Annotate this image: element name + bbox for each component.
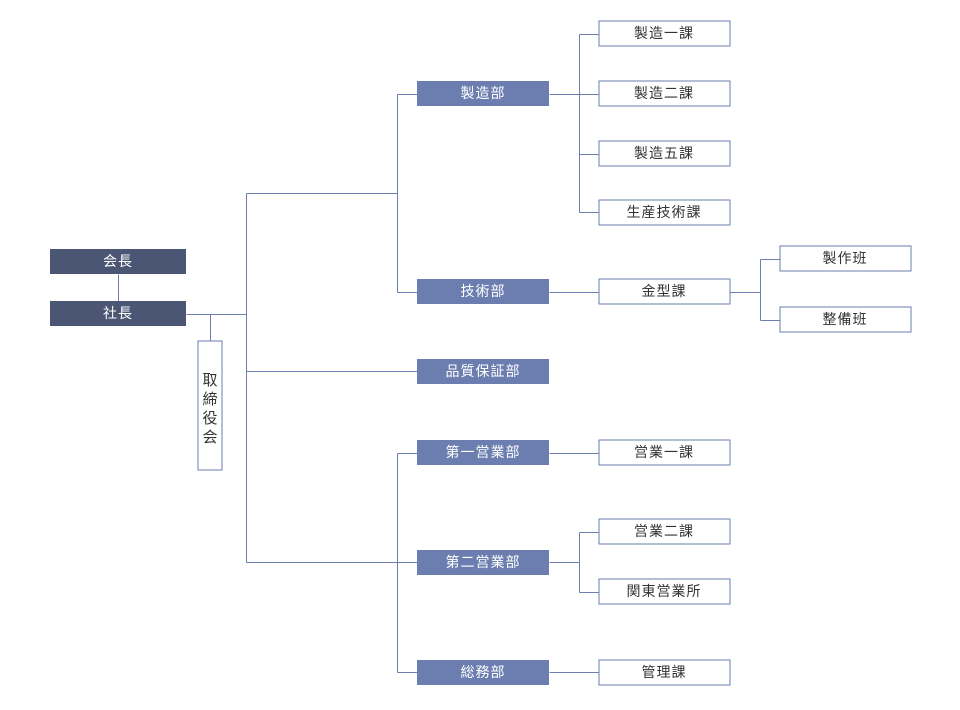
node-president-label: 社長 (103, 306, 133, 322)
node-section-sales1: 営業一課 (598, 439, 731, 466)
node-team-fabrication-label: 製作班 (823, 251, 868, 267)
node-section-sales2: 営業二課 (598, 518, 731, 545)
node-board-label: 取締役会 (202, 371, 217, 446)
node-president: 社長 (50, 301, 186, 326)
node-dept-engineering: 技術部 (417, 279, 549, 304)
node-section-mold-label: 金型課 (642, 284, 687, 300)
node-section-kanto-office: 関東営業所 (598, 578, 731, 605)
node-dept-general: 総務部 (417, 660, 549, 685)
node-dept-sales1-label: 第一営業部 (446, 444, 521, 461)
connector-lines (118, 34, 781, 673)
node-dept-general-label: 総務部 (461, 665, 506, 681)
node-chairman-label: 会長 (103, 254, 133, 270)
node-section-kanto-office-label: 関東営業所 (627, 584, 702, 600)
node-section-mfg1-label: 製造一課 (634, 26, 694, 42)
node-section-prod-tech-label: 生産技術課 (627, 205, 702, 221)
node-board: 取締役会 (197, 340, 223, 471)
node-section-mfg2: 製造二課 (598, 80, 731, 107)
node-dept-sales2: 第二営業部 (417, 550, 549, 575)
node-section-prod-tech: 生産技術課 (598, 199, 731, 226)
node-chairman: 会長 (50, 249, 186, 274)
node-dept-engineering-label: 技術部 (461, 284, 506, 300)
node-team-maintenance: 整備班 (779, 306, 912, 333)
node-dept-manufacturing-label: 製造部 (461, 86, 506, 102)
node-team-maintenance-label: 整備班 (823, 312, 868, 328)
node-section-admin-label: 管理課 (642, 665, 687, 681)
node-dept-quality: 品質保証部 (417, 359, 549, 384)
node-dept-manufacturing: 製造部 (417, 81, 549, 106)
node-section-mfg5: 製造五課 (598, 140, 731, 167)
node-dept-sales2-label: 第二営業部 (446, 554, 521, 571)
node-dept-quality-label: 品質保証部 (446, 364, 521, 380)
node-section-sales1-label: 営業一課 (634, 445, 694, 461)
node-section-sales2-label: 営業二課 (634, 524, 694, 540)
node-section-mfg1: 製造一課 (598, 20, 731, 47)
node-section-mfg5-label: 製造五課 (634, 146, 694, 162)
node-section-mold: 金型課 (598, 278, 731, 305)
node-section-admin: 管理課 (598, 659, 731, 686)
node-section-mfg2-label: 製造二課 (634, 86, 694, 102)
node-team-fabrication: 製作班 (779, 245, 912, 272)
node-dept-sales1: 第一営業部 (417, 440, 549, 465)
